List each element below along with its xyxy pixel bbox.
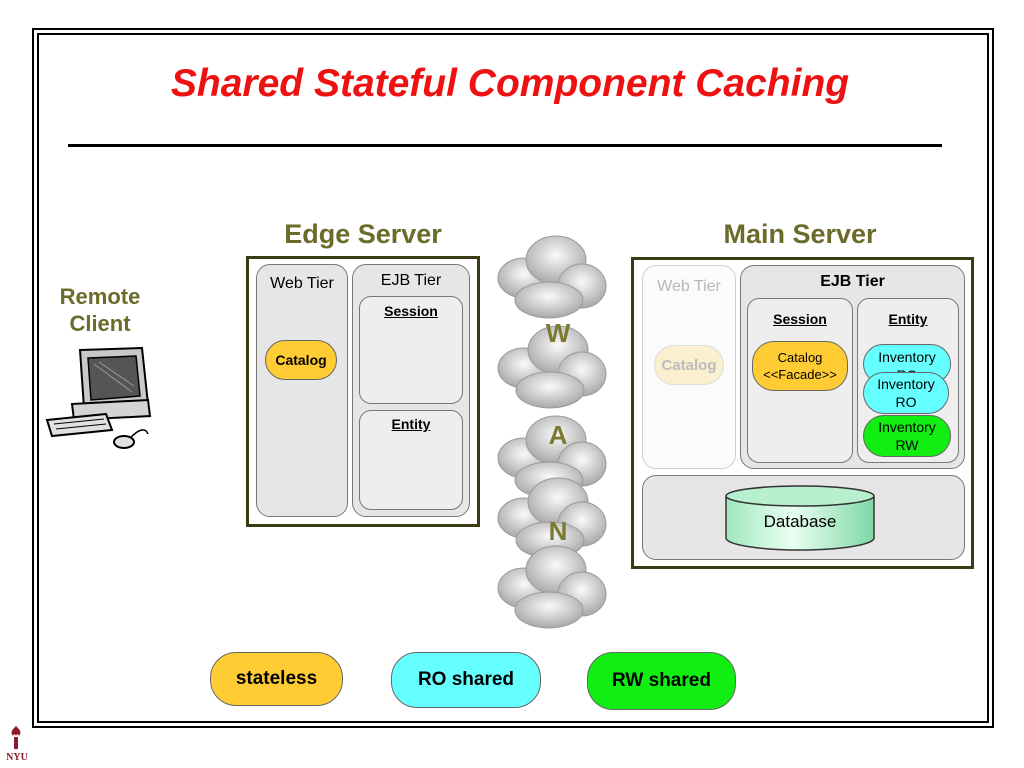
legend-rw-shared: RW shared <box>587 652 736 710</box>
wan-letter-w: W <box>545 318 571 348</box>
main-session-label: Session <box>773 311 827 327</box>
edge-ejb-tier-label: EJB Tier <box>380 272 442 289</box>
inventory-ro-line2: RO <box>895 394 917 410</box>
title-divider <box>68 144 942 147</box>
inventory-ro-line1: Inventory <box>877 376 935 392</box>
slide-inner-frame <box>37 33 989 723</box>
inventory-rw-line2: RW <box>895 437 919 453</box>
main-web-tier-label: Web Tier <box>657 278 721 295</box>
cloud-icon <box>497 325 607 409</box>
edge-web-tier-label: Web Tier <box>270 275 334 292</box>
cloud-icon <box>497 545 607 629</box>
main-inventory-ro-component: Inventory RO <box>863 372 949 414</box>
catalog-facade-line2: <<Facade>> <box>763 367 837 382</box>
legend-stateless: stateless <box>210 652 343 706</box>
edge-session-label: Session <box>384 303 438 319</box>
edge-web-tier <box>256 264 348 517</box>
inventory-rw-line1: Inventory <box>878 419 936 435</box>
catalog-facade-line1: Catalog <box>777 350 823 365</box>
edge-catalog-component: Catalog <box>265 340 337 380</box>
slide-title: Shared Stateful Component Caching <box>170 62 850 105</box>
main-ejb-tier-label: EJB Tier <box>820 273 885 290</box>
edge-server-heading: Edge Server <box>284 219 442 249</box>
edge-entity-box <box>359 410 463 510</box>
inventory-ro-back-line1: Inventory <box>878 349 936 365</box>
wan-letter-a: A <box>548 420 568 450</box>
computer-icon <box>45 346 152 449</box>
database-icon <box>725 485 875 551</box>
main-catalog-facade-component: Catalog <<Facade>> <box>752 341 848 391</box>
main-inventory-rw-component: Inventory RW <box>863 415 951 457</box>
nyu-torch-icon <box>11 726 21 749</box>
main-entity-label: Entity <box>888 311 928 327</box>
wan-letter-n: N <box>548 516 568 546</box>
cloud-icon <box>497 235 607 319</box>
cloud-icon <box>497 477 607 559</box>
remote-client-label: Remote Client <box>59 284 141 336</box>
main-web-catalog-component: Catalog <box>654 345 724 385</box>
database-label: Database <box>763 512 837 531</box>
legend-ro-shared: RO shared <box>391 652 541 708</box>
slide-outer-frame <box>32 28 994 728</box>
edge-session-box <box>359 296 463 404</box>
edge-entity-label: Entity <box>391 416 431 432</box>
nyu-logo-text: NYU <box>6 752 28 763</box>
main-server-heading: Main Server <box>723 219 877 249</box>
wan-cloud-column <box>497 235 607 629</box>
